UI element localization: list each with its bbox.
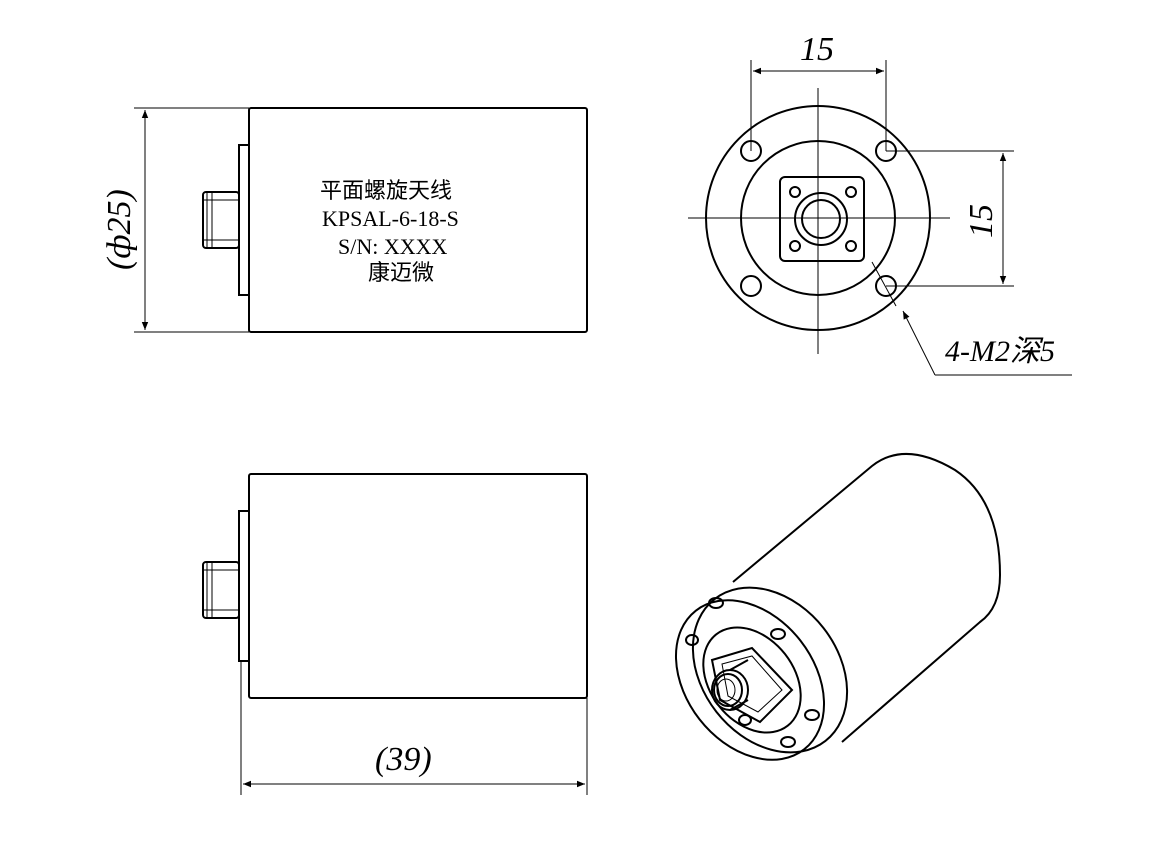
iso-cylinder-outline <box>732 453 1002 743</box>
hole-spacing-vertical-label: 15 <box>963 204 1000 238</box>
iso-inner-face <box>702 626 802 734</box>
iso-front-face <box>674 599 826 761</box>
side-flange <box>238 510 250 662</box>
front-flange <box>238 144 250 296</box>
inner-circle <box>740 140 896 296</box>
side-body <box>248 473 588 699</box>
front-view: 平面螺旋天线 KPSAL-6-18-S S/N: XXXX 康迈微 (ф25) <box>101 107 588 333</box>
iso-square-flange <box>710 646 794 724</box>
front-connector <box>202 191 240 249</box>
end-view: 15 15 4-M2深5 <box>688 31 1072 376</box>
iso-connector <box>711 659 749 711</box>
iso-back-rim <box>691 586 849 754</box>
side-view: (39) <box>202 473 588 795</box>
hole-spacing-horizontal-dimension: 15 <box>750 31 887 151</box>
length-dimension: (39) <box>240 661 588 795</box>
iso-mount-holes <box>685 597 820 748</box>
hole-spacing-horizontal-label: 15 <box>800 31 834 68</box>
diameter-dimension: (ф25) <box>101 107 249 333</box>
length-label: (39) <box>375 741 432 778</box>
outer-circle <box>705 105 931 331</box>
isometric-view <box>674 453 1002 761</box>
hole-callout-label: 4-M2深5 <box>945 335 1055 368</box>
side-connector <box>202 561 240 619</box>
label-line-4: 康迈微 <box>368 260 434 285</box>
connector-square-flange <box>779 176 865 262</box>
hole-spacing-vertical-dimension: 15 <box>886 150 1014 287</box>
label-line-3: S/N: XXXX <box>338 234 448 259</box>
label-line-1: 平面螺旋天线 <box>320 178 452 203</box>
mount-hole <box>740 275 762 297</box>
hole-callout: 4-M2深5 <box>871 261 1072 376</box>
label-line-2: KPSAL-6-18-S <box>322 206 459 231</box>
diameter-label: (ф25) <box>101 189 138 270</box>
